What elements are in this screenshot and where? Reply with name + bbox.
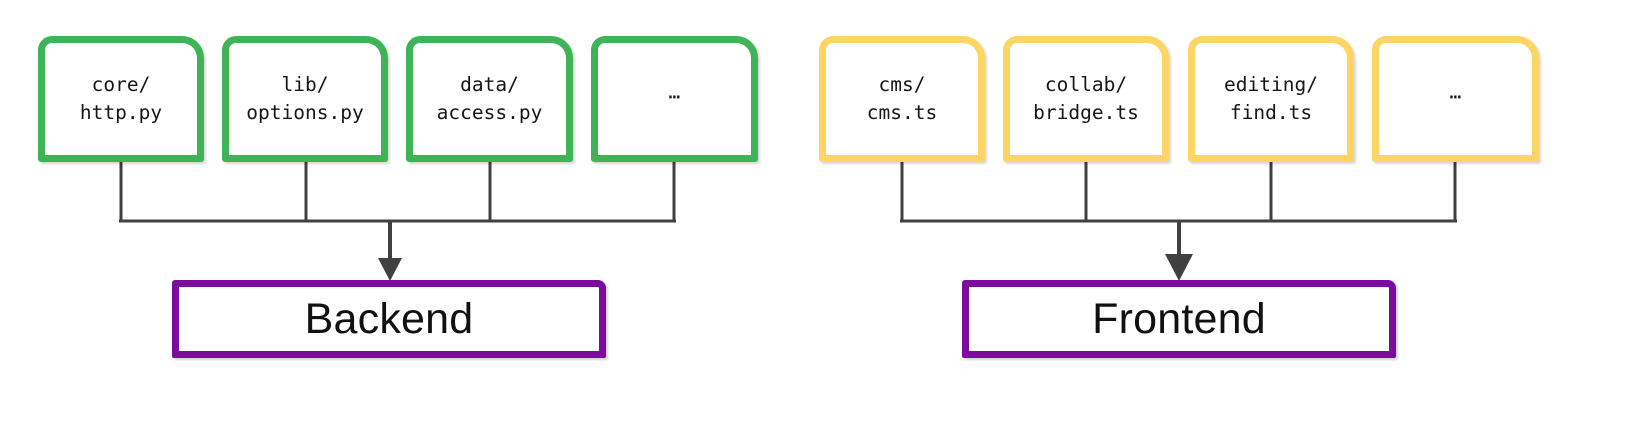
ellipsis-label: ⋯: [668, 85, 681, 109]
source-box-collab-bridge[interactable]: collab/ bridge.ts: [1003, 36, 1169, 162]
source-box-lib-options[interactable]: lib/ options.py: [222, 36, 388, 162]
source-box-label: editing/ find.ts: [1224, 73, 1318, 124]
target-box-label: Backend: [304, 294, 474, 343]
arrowhead-backend: [378, 258, 402, 281]
source-box-label: collab/ bridge.ts: [1033, 73, 1139, 124]
target-box-backend[interactable]: Backend: [172, 280, 606, 358]
source-box-label: data/ access.py: [436, 73, 543, 124]
source-box-data-access[interactable]: data/ access.py: [406, 36, 573, 162]
source-box-more-frontend[interactable]: ⋯: [1372, 36, 1539, 162]
ellipsis-label: ⋯: [1449, 85, 1462, 109]
source-box-cms-cms[interactable]: cms/ cms.ts: [819, 36, 985, 162]
arrowhead-frontend: [1165, 254, 1193, 281]
source-box-label: lib/ options.py: [246, 73, 364, 124]
source-box-label: cms/ cms.ts: [866, 73, 938, 124]
source-box-editing-find[interactable]: editing/ find.ts: [1188, 36, 1354, 162]
source-box-label: core/ http.py: [79, 73, 163, 124]
source-box-more-backend[interactable]: ⋯: [591, 36, 758, 162]
source-box-core-http[interactable]: core/ http.py: [38, 36, 204, 162]
target-box-label: Frontend: [1092, 294, 1266, 343]
target-box-frontend[interactable]: Frontend: [962, 280, 1396, 358]
